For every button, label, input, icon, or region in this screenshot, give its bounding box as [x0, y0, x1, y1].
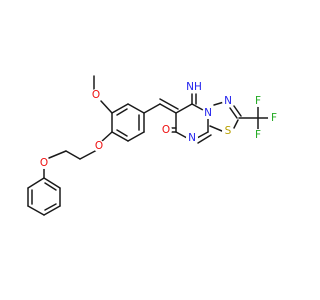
- svg-text:O: O: [92, 89, 100, 101]
- bond: [159, 103, 177, 114]
- bond: [159, 98, 179, 110]
- bond: [48, 150, 67, 159]
- molecule-structure: O O O O NH N N: [27, 75, 280, 216]
- bond: [44, 182, 57, 191]
- bond: [196, 131, 209, 139]
- bond: [27, 177, 45, 189]
- atom-oxygen-phenoxy: O: [38, 157, 50, 169]
- atom-fluorine-bottom: F: [252, 129, 264, 141]
- atom-oxygen-methoxy: O: [90, 89, 102, 101]
- bonds: [27, 75, 269, 216]
- svg-text:F: F: [271, 112, 277, 124]
- bond: [143, 103, 161, 114]
- svg-text:N: N: [204, 107, 212, 119]
- svg-text:O: O: [95, 140, 103, 152]
- bond: [111, 103, 129, 114]
- bond: [209, 125, 223, 132]
- bond: [191, 103, 204, 111]
- bond: [127, 103, 145, 114]
- atom-nitrogen-pyrimidine: N: [186, 132, 198, 144]
- bond: [100, 100, 113, 114]
- structure-canvas: O O O O NH N N: [27, 75, 280, 216]
- atom-fluorine-top: F: [252, 95, 264, 107]
- bond: [43, 205, 61, 216]
- bond: [100, 131, 113, 143]
- svg-text:O: O: [162, 124, 170, 136]
- bond: [43, 177, 61, 189]
- bond: [127, 131, 145, 142]
- atom-oxygen-aryl-ether: O: [93, 140, 105, 152]
- atom-oxygen-carbonyl: O: [160, 124, 172, 136]
- svg-text:F: F: [255, 129, 261, 141]
- svg-text:NH: NH: [186, 81, 202, 93]
- bond: [79, 149, 98, 160]
- bond: [111, 131, 129, 142]
- bond: [233, 105, 242, 117]
- bond: [116, 108, 128, 116]
- atom-fluorine-right: F: [268, 112, 280, 124]
- bond: [116, 129, 128, 137]
- bond: [233, 119, 239, 129]
- svg-text:F: F: [255, 95, 261, 107]
- atom-nitrogen-bridgehead: N: [202, 107, 214, 119]
- bond: [175, 131, 188, 139]
- bond: [229, 107, 238, 119]
- svg-text:S: S: [225, 125, 232, 137]
- atoms: O O O O NH N N: [38, 81, 280, 169]
- atom-imine-nh: NH: [186, 81, 202, 93]
- svg-text:O: O: [40, 157, 48, 169]
- bond: [65, 150, 81, 160]
- bond: [44, 203, 57, 211]
- svg-text:N: N: [224, 95, 232, 107]
- atom-nitrogen-thiadiazole: N: [222, 95, 234, 107]
- svg-text:N: N: [188, 132, 196, 144]
- bond: [197, 134, 212, 144]
- bond: [175, 103, 193, 114]
- atom-sulfur: S: [222, 125, 234, 137]
- bond: [27, 205, 45, 216]
